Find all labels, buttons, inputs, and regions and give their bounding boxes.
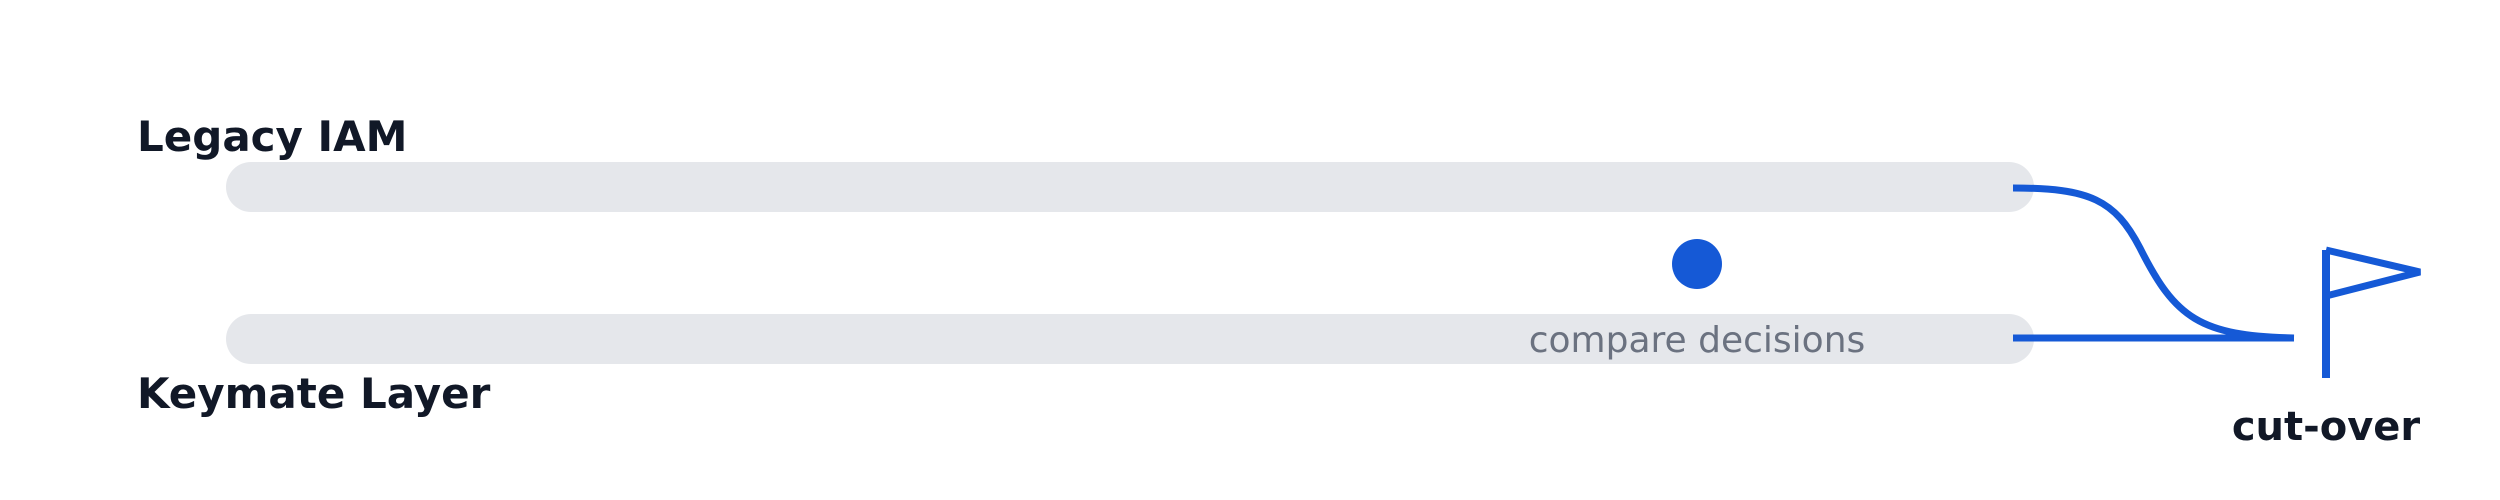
keymate-layer-track: [226, 314, 2034, 364]
keymate-layer-label: Keymate Layer: [137, 369, 491, 418]
compare-decisions-label: compare decisions: [1529, 320, 1866, 361]
cut-over-label: cut-over: [2232, 404, 2421, 450]
legacy-iam-track: [226, 162, 2034, 212]
legacy-iam-label: Legacy IAM: [137, 112, 407, 161]
flag-icon: [2322, 246, 2421, 378]
legacy-merge-connector: [2012, 184, 2295, 342]
comparison-dot: [1672, 239, 1722, 289]
